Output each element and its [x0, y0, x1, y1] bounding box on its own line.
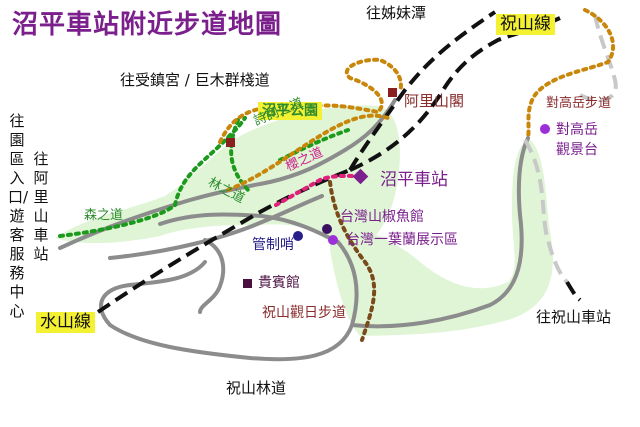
rail-zhushan-south-gray: [523, 138, 569, 284]
platform-marker: [540, 124, 550, 134]
to-shouzhen-label: 往受鎮宮 / 巨木群棧道: [120, 71, 270, 89]
duigao-platform-label: 對高岳觀景台: [556, 122, 598, 158]
road-central: [158, 212, 340, 244]
guesthouse-marker: [243, 279, 252, 288]
road-guesthouse: [198, 238, 226, 314]
roads: [58, 98, 530, 362]
road-zhushan: [98, 240, 359, 362]
pavilion-marker: [388, 88, 397, 97]
museum-marker: [322, 224, 332, 234]
road-forest: [58, 98, 397, 250]
railways: [96, 10, 618, 314]
trail-sunrise: [328, 180, 377, 342]
rail-zhushan-south: [565, 280, 582, 302]
zhaoping-park-label: 沼平公園: [258, 102, 322, 120]
zhushan-road-label: 祝山林道: [226, 379, 287, 397]
valley-area: [330, 138, 553, 336]
zhushan-line-label: 祝山線: [496, 14, 555, 35]
forest-trail-label: 森之道: [84, 208, 124, 223]
sunrise-trail-label: 祝山觀日步道: [262, 305, 346, 321]
shuishan-line-label: 水山線: [36, 312, 95, 333]
trails: [58, 8, 615, 342]
road-east: [350, 136, 530, 329]
rail-shuishan: [96, 168, 351, 314]
rail-zhushan: [349, 16, 561, 172]
station-marker: [352, 168, 369, 185]
duigao-trail-label: 對高岳步道: [546, 96, 612, 111]
checkpoint-label: 管制哨: [252, 237, 294, 253]
poi-markers: [226, 88, 550, 288]
to-zhushan-station-label: 往祝山車站: [536, 308, 612, 326]
trail-duigao: [526, 8, 615, 140]
guesthouse-label: 貴賓館: [258, 275, 300, 291]
to-entrance-label: 往園區入口/遊客服務中心: [8, 112, 29, 320]
page-title: 沼平車站附近步道地圖: [12, 10, 283, 40]
park-marker: [226, 138, 235, 147]
zhaoping-station-label: 沼平車站: [380, 170, 448, 190]
park-area: [55, 105, 400, 262]
trail-orange-cross: [226, 113, 390, 192]
orchid-marker: [328, 235, 338, 245]
to-zimeitan-label: 往姊妹潭: [366, 4, 427, 22]
orchid-exhibit-label: 台灣一葉蘭展示區: [346, 232, 458, 248]
alishan-pavilion-label: 阿里山閣: [404, 92, 465, 110]
to-alishan-station-label: 往阿里山車站: [33, 150, 49, 263]
rail-to-zimeitan: [348, 10, 497, 172]
trail-cherry: [274, 173, 360, 207]
green-areas: [55, 105, 553, 336]
rail-zhushan-north-gray: [579, 14, 618, 102]
checkpoint-marker: [293, 231, 303, 241]
salamander-museum-label: 台灣山椒魚館: [340, 209, 424, 225]
trail-forest: [58, 116, 247, 238]
road-checkpoint: [108, 194, 324, 260]
